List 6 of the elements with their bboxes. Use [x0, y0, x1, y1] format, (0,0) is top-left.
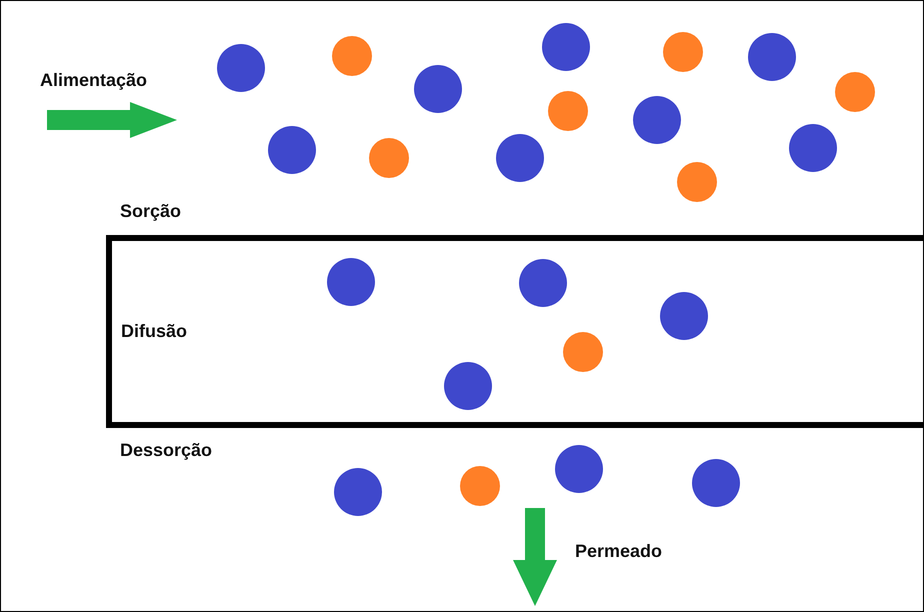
sorption-label: Sorção	[120, 201, 182, 222]
permeate-label: Permeado	[575, 541, 662, 562]
membrane-label: Difusão	[121, 321, 188, 342]
feed-label: Alimentação	[40, 70, 148, 91]
membrane-box	[106, 235, 924, 428]
desorption-label: Dessorção	[120, 440, 212, 461]
